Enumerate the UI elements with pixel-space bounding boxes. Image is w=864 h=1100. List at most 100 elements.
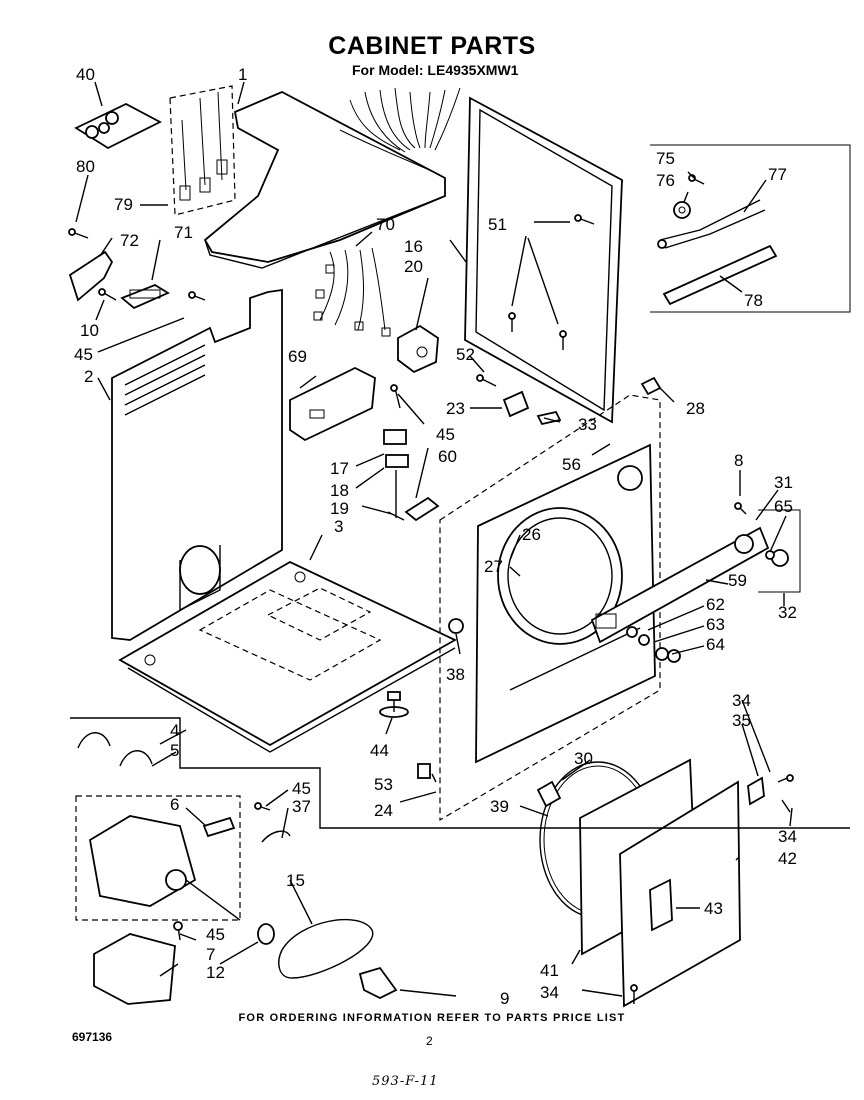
callout-10: 10 [80, 321, 99, 340]
callout-40: 40 [76, 65, 95, 84]
terminal-block-71 [120, 283, 170, 310]
callout-7: 7 [206, 945, 215, 964]
callout-34-c: 34 [540, 983, 559, 1002]
control-console-59 [590, 526, 770, 644]
back-panel-16 [464, 96, 623, 424]
callout-16: 16 [404, 237, 423, 256]
callout-41: 41 [540, 961, 559, 980]
outer-door-42 [619, 780, 741, 1008]
screw-10 [98, 288, 117, 301]
wire-assembly-70 [313, 247, 391, 337]
bumper-38 [448, 618, 464, 634]
motor-assembly-box [70, 717, 850, 921]
callout-30: 30 [574, 749, 593, 768]
wire-tie-kit-79 [169, 85, 236, 216]
knob-group-32 [758, 509, 801, 593]
callout-6: 6 [170, 795, 179, 814]
ordering-note: FOR ORDERING INFORMATION REFER TO PARTS … [238, 1012, 626, 1024]
callout-71: 71 [174, 223, 193, 242]
callout-78: 78 [744, 291, 763, 310]
callout-63: 63 [706, 615, 725, 634]
callout-27: 27 [484, 557, 503, 576]
callout-18: 18 [330, 481, 349, 500]
handwritten-note: 593-F-11 [372, 1074, 439, 1089]
motor-part-6 [202, 816, 236, 838]
foot-33 [536, 410, 562, 426]
callout-26: 26 [522, 525, 541, 544]
callout-19: 19 [330, 499, 349, 518]
callout-38: 38 [446, 665, 465, 684]
callout-42: 42 [778, 849, 797, 868]
callout-52: 52 [456, 345, 475, 364]
clip-28 [640, 376, 662, 396]
callout-62: 62 [706, 595, 725, 614]
duct-bracket-69 [289, 366, 376, 442]
callout-23: 23 [446, 399, 465, 418]
switch-parts-17-18-19 [383, 429, 409, 521]
callout-15: 15 [286, 871, 305, 890]
hinge-parts-34-35 [630, 774, 794, 1004]
callout-9: 9 [500, 989, 509, 1008]
motor-mount-7 [93, 933, 176, 1005]
callout-77: 77 [768, 165, 787, 184]
clip-37 [261, 830, 291, 843]
screw-51 [508, 214, 595, 350]
callout-31: 31 [774, 473, 793, 492]
callout-56: 56 [562, 455, 581, 474]
screw-45-top [188, 291, 206, 301]
callout-45-a: 45 [74, 345, 93, 364]
leveling-leg-44 [379, 691, 409, 718]
callout-5: 5 [170, 741, 179, 760]
screw-80 [68, 228, 89, 239]
clip-bracket-40 [74, 102, 162, 150]
callout-34-b: 34 [778, 827, 797, 846]
callout-24: 24 [374, 801, 393, 820]
callout-65: 65 [774, 497, 793, 516]
door-switch-60 [404, 496, 440, 522]
callout-45-b: 45 [436, 425, 455, 444]
leader-lines [75, 81, 793, 997]
callout-45-c: 45 [292, 779, 311, 798]
callout-59: 59 [728, 571, 747, 590]
door-catch-30 [536, 780, 562, 808]
callout-34-a: 34 [732, 691, 751, 710]
callout-64: 64 [706, 635, 725, 654]
callout-3: 3 [334, 517, 343, 536]
cord-kit-77-78 [650, 144, 851, 313]
callout-44: 44 [370, 741, 389, 760]
callout-70: 70 [376, 215, 395, 234]
model-subtitle: For Model: LE4935XMW1 [352, 62, 519, 78]
knob-parts-62-63-64 [626, 626, 681, 663]
screw-8 [734, 502, 747, 515]
callout-2: 2 [84, 367, 93, 386]
screw-45-lower [173, 802, 271, 941]
callout-76: 76 [656, 171, 675, 190]
callout-72: 72 [120, 231, 139, 250]
label-53 [417, 763, 431, 779]
callout-80: 80 [76, 157, 95, 176]
callout-69: 69 [288, 347, 307, 366]
thermostat-20 [397, 324, 439, 374]
screw-45-mid [390, 384, 401, 409]
idler-pulley-9 [358, 966, 398, 1000]
callout-4: 4 [170, 721, 179, 740]
wire-harness-part [339, 87, 461, 176]
drive-belt-15 [278, 918, 374, 979]
top-cover-part [203, 91, 446, 269]
screw-52 [476, 374, 497, 387]
callout-39: 39 [490, 797, 509, 816]
callout-28: 28 [686, 399, 705, 418]
callout-75: 75 [656, 149, 675, 168]
page-number: 2 [426, 1034, 433, 1048]
callout-79: 79 [114, 195, 133, 214]
callout-8: 8 [734, 451, 743, 470]
callout-1: 1 [238, 65, 247, 84]
front-panel-assembly [439, 394, 661, 822]
callout-35: 35 [732, 711, 751, 730]
callout-labels: 40 1 80 79 72 71 10 45 2 70 16 20 51 52 … [74, 65, 797, 1008]
page-title: CABINET PARTS [328, 32, 536, 60]
callout-32: 32 [778, 603, 797, 622]
callout-43: 43 [704, 899, 723, 918]
